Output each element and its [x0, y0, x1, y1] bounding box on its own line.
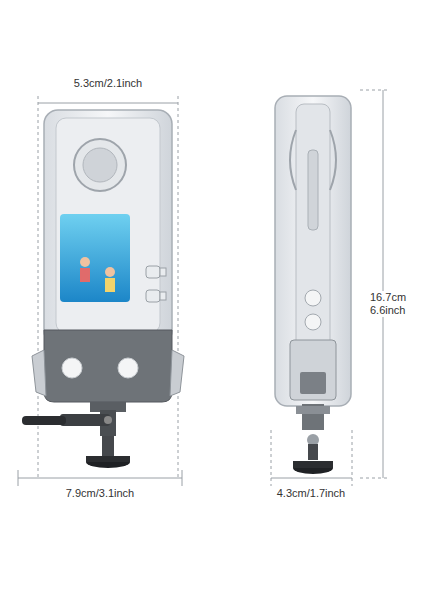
dimension-label: 4.3cm/1.7inch [275, 487, 347, 500]
housing-front [22, 110, 184, 468]
dimension-label: 7.9cm/3.1inch [64, 487, 136, 500]
housing-side [275, 96, 351, 474]
dimension-label: 16.7cm 6.6inch [368, 291, 420, 317]
dimension-lines [18, 90, 390, 486]
dimension-label: 5.3cm/2.1inch [72, 77, 144, 90]
